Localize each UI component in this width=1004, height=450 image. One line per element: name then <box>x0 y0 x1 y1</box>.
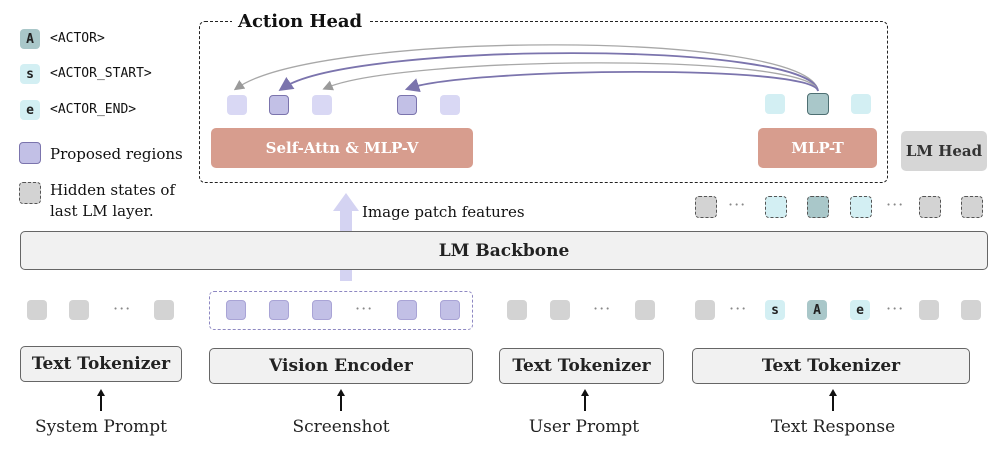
legend-start-label: <ACTOR_START> <box>50 66 152 81</box>
response-arrow-shaft <box>832 394 834 411</box>
response-token-1 <box>695 300 715 320</box>
action-head-frame <box>199 21 888 183</box>
actor-token <box>807 93 829 115</box>
response-token-3 <box>961 300 981 320</box>
system-arrow-head <box>97 389 105 396</box>
hidden-ellipsis-2: ··· <box>886 195 905 214</box>
screenshot-arrow-shaft <box>340 394 342 411</box>
response-token-2 <box>919 300 939 320</box>
user-arrow-head <box>581 389 589 396</box>
system-text-tokenizer: Text Tokenizer <box>20 346 182 382</box>
response-actor-token: A <box>807 300 827 320</box>
hidden-state-3 <box>961 196 983 218</box>
patch-ellipsis: ··· <box>355 299 374 318</box>
legend-actor-label: <ACTOR> <box>50 31 105 46</box>
patch-token-3 <box>312 300 332 320</box>
hidden-state-actor <box>807 196 829 218</box>
legend-regions-label: Proposed regions <box>50 145 183 163</box>
proposed-region-token-1 <box>269 95 289 115</box>
hidden-state-2 <box>919 196 941 218</box>
system-ellipsis: ··· <box>113 299 132 318</box>
lm-head-block: LM Head <box>901 131 987 171</box>
system-prompt-caption: System Prompt <box>34 417 168 437</box>
system-token-3 <box>154 300 174 320</box>
legend-regions-swatch <box>19 142 41 164</box>
arrow-to-token-2 <box>278 52 819 92</box>
legend-hidden-label-2: last LM layer. <box>50 202 154 220</box>
user-token-3 <box>635 300 655 320</box>
response-arrow-head <box>829 389 837 396</box>
text-token-2 <box>851 94 871 114</box>
image-patch-label: Image patch features <box>362 203 525 221</box>
user-arrow-shaft <box>584 394 586 411</box>
arrow-to-token-3 <box>322 62 819 92</box>
system-token-1 <box>27 300 47 320</box>
hidden-state-start <box>765 196 787 218</box>
system-token-2 <box>69 300 89 320</box>
self-attn-mlp-v-block: Self-Attn & MLP-V <box>211 128 473 168</box>
vision-token-3 <box>440 95 460 115</box>
legend-start-swatch: s <box>20 64 40 84</box>
vision-token-1 <box>227 95 247 115</box>
patch-token-2 <box>269 300 289 320</box>
hidden-ellipsis-1: ··· <box>728 195 747 214</box>
lm-backbone-block: LM Backbone <box>20 231 988 270</box>
patch-token-5 <box>440 300 460 320</box>
system-arrow-shaft <box>100 394 102 411</box>
text-response-caption: Text Response <box>770 417 896 437</box>
mlp-t-block: MLP-T <box>758 128 877 168</box>
vision-token-group <box>209 291 473 330</box>
legend-hidden-label-1: Hidden states of <box>50 181 176 199</box>
text-token-1 <box>765 94 785 114</box>
screenshot-arrow-head <box>337 389 345 396</box>
vision-encoder: Vision Encoder <box>209 348 473 384</box>
user-prompt-caption: User Prompt <box>528 417 640 437</box>
response-ellipsis-2: ··· <box>886 299 905 318</box>
hidden-state-1 <box>695 196 717 218</box>
action-head-title: Action Head <box>232 11 369 32</box>
arrow-to-token-1 <box>233 44 819 92</box>
response-text-tokenizer: Text Tokenizer <box>692 348 970 384</box>
legend-actor-swatch: A <box>20 29 40 49</box>
legend-hidden-swatch <box>19 182 41 204</box>
response-ellipsis-1: ··· <box>729 299 748 318</box>
response-end-token: e <box>850 300 870 320</box>
legend-end-swatch: e <box>20 100 40 120</box>
user-token-2 <box>550 300 570 320</box>
proposed-region-token-2 <box>397 95 417 115</box>
response-start-token: s <box>765 300 785 320</box>
vision-token-2 <box>312 95 332 115</box>
user-text-tokenizer: Text Tokenizer <box>499 348 664 384</box>
legend-end-label: <ACTOR_END> <box>50 102 137 117</box>
patch-token-4 <box>397 300 417 320</box>
screenshot-caption: Screenshot <box>292 417 390 437</box>
patch-token-1 <box>226 300 246 320</box>
user-token-1 <box>507 300 527 320</box>
user-ellipsis: ··· <box>593 299 612 318</box>
arrow-to-token-4 <box>404 70 819 93</box>
hidden-state-end <box>850 196 872 218</box>
